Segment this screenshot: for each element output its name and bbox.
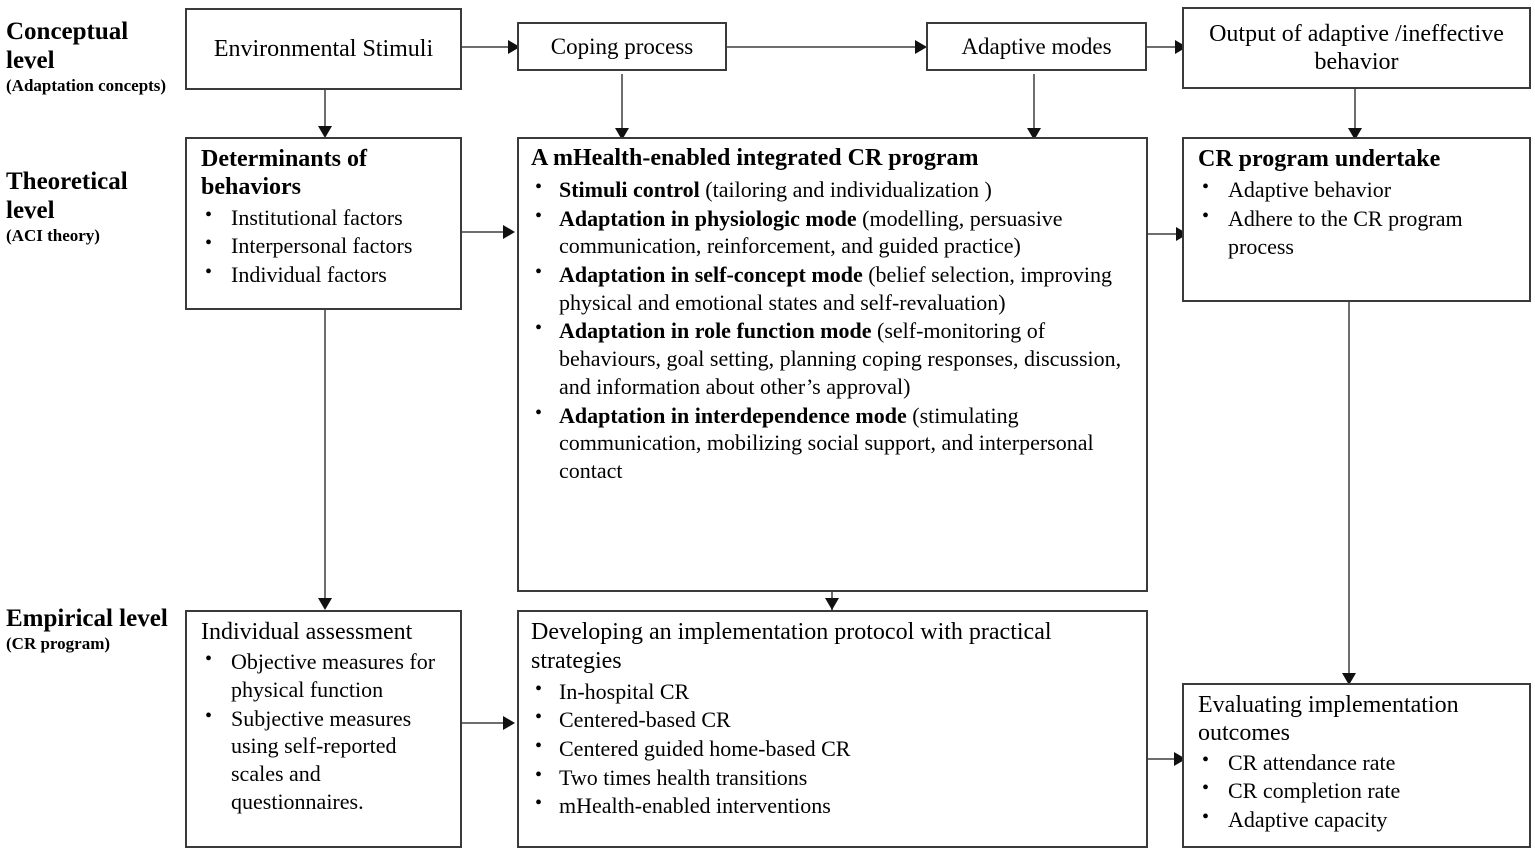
level-title-theoretical: Theoretical level <box>6 168 128 224</box>
level-subtitle-empirical: (CR program) <box>6 633 111 653</box>
list-item: Objective measures for physical function <box>197 647 452 703</box>
arrowhead-assessment-to-protocol <box>503 716 515 730</box>
connector-assessment-to-protocol <box>462 722 508 724</box>
list-item: CR completion rate <box>1194 776 1521 805</box>
box-evaluating-outcomes-heading: Evaluating implementation outcomes <box>1198 692 1459 747</box>
list-item: In-hospital CR <box>529 677 1138 706</box>
list-item: Subjective measures using self-reported … <box>197 704 452 816</box>
box-environmental-stimuli-label: Environmental Stimuli <box>213 35 434 62</box>
box-cr-undertake-heading: CR program undertake <box>1198 146 1441 172</box>
box-individual-assessment[interactable]: Individual assessment Objective measures… <box>185 610 462 848</box>
connector-determinants-to-program <box>462 231 508 233</box>
box-coping-process-label: Coping process <box>550 33 694 59</box>
connector-determinants-to-assessment <box>324 310 326 605</box>
list-item-bold: Adaptation in interdependence mode <box>559 402 907 428</box>
list-item-rest: (self-monitoring of behaviours, goal set… <box>559 318 1122 399</box>
box-evaluating-outcomes-list: CR attendance rate CR completion rate Ad… <box>1194 748 1521 834</box>
list-item: CR attendance rate <box>1194 748 1521 777</box>
level-title-empirical: Empirical level <box>6 605 168 632</box>
box-mhealth-program-heading: A mHealth-enabled integrated CR program <box>531 145 979 171</box>
list-item: Adaptation in self-concept mode (belief … <box>529 260 1138 316</box>
box-mhealth-program[interactable]: A mHealth-enabled integrated CR program … <box>517 137 1148 592</box>
box-implementation-protocol-heading: Developing an implementation protocol wi… <box>531 619 1052 674</box>
arrowhead-program-to-protocol <box>825 598 839 610</box>
list-item-rest: (belief selection, improving physical an… <box>559 261 1112 315</box>
arrowhead-coping-to-modes <box>915 40 927 54</box>
connector-stimuli-to-determinants <box>324 90 326 132</box>
arrowhead-determinants-to-assessment <box>318 598 332 610</box>
box-adaptive-modes-label: Adaptive modes <box>961 33 1112 59</box>
box-cr-undertake-list: Adaptive behavior Adhere to the CR progr… <box>1194 175 1521 260</box>
connector-modes-down <box>1033 74 1035 136</box>
box-coping-process[interactable]: Coping process <box>517 22 727 71</box>
connector-undertake-to-evaluating <box>1348 302 1350 680</box>
box-implementation-protocol[interactable]: Developing an implementation protocol wi… <box>517 610 1148 848</box>
box-cr-program-undertake[interactable]: CR program undertake Adaptive behavior A… <box>1182 137 1531 302</box>
box-output-behavior[interactable]: Output of adaptive /ineffective behavior <box>1182 7 1531 89</box>
list-item-rest: (modelling, persuasive communication, re… <box>559 205 1063 259</box>
connector-coping-to-program <box>621 74 623 136</box>
list-item: Individual factors <box>197 260 452 289</box>
list-item-bold: Adaptation in self-concept mode <box>559 261 863 287</box>
connector-program-to-undertake <box>1148 233 1186 235</box>
list-item-rest: (tailoring and individualization ) <box>699 176 992 202</box>
list-item: Adaptive capacity <box>1194 805 1521 834</box>
level-label-conceptual: Conceptual level (Adaptation concepts) <box>6 18 178 95</box>
connector-output-to-undertake <box>1354 89 1356 137</box>
connector-stimuli-to-coping <box>462 46 510 48</box>
connector-coping-to-modes <box>727 46 917 48</box>
list-item: Interpersonal factors <box>197 231 452 260</box>
box-output-behavior-label: Output of adaptive /ineffective behavior <box>1209 20 1504 75</box>
arrowhead-determinants-to-program <box>503 225 515 239</box>
box-determinants[interactable]: Determinants of behaviors Institutional … <box>185 137 462 310</box>
box-determinants-heading: Determinants of behaviors <box>201 146 367 201</box>
box-individual-assessment-heading: Individual assessment <box>201 619 413 645</box>
list-item-rest: (stimulating communication, mobilizing s… <box>559 402 1094 484</box>
list-item: Two times health transitions <box>529 763 1138 792</box>
list-item: mHealth-enabled interventions <box>529 791 1138 820</box>
list-item: Stimuli control (tailoring and individua… <box>529 175 1138 204</box>
box-individual-assessment-list: Objective measures for physical function… <box>197 647 452 816</box>
list-item: Adaptation in interdependence mode (stim… <box>529 401 1138 485</box>
level-label-theoretical: Theoretical level (ACI theory) <box>6 168 178 245</box>
list-item: Adaptation in role function mode (self-m… <box>529 316 1138 400</box>
list-item: Centered-based CR <box>529 705 1138 734</box>
list-item: Adaptation in physiologic mode (modellin… <box>529 204 1138 260</box>
list-item: Centered guided home-based CR <box>529 734 1138 763</box>
arrowhead-undertake-to-evaluating <box>1342 673 1356 685</box>
list-item-bold: Adaptation in role function mode <box>559 318 872 344</box>
connector-modes-to-output <box>1147 46 1179 48</box>
level-title-conceptual: Conceptual level <box>6 18 129 74</box>
list-item: Adhere to the CR program process <box>1194 204 1521 260</box>
arrowhead-stimuli-to-determinants <box>318 126 332 138</box>
box-mhealth-program-list: Stimuli control (tailoring and individua… <box>529 175 1138 485</box>
box-environmental-stimuli[interactable]: Environmental Stimuli <box>185 8 462 90</box>
list-item: Adaptive behavior <box>1194 175 1521 204</box>
list-item-bold: Adaptation in physiologic mode <box>559 205 857 231</box>
level-subtitle-theoretical: (ACI theory) <box>6 225 100 245</box>
list-item: Institutional factors <box>197 203 452 232</box>
connector-protocol-to-evaluating <box>1148 758 1184 760</box>
box-evaluating-outcomes[interactable]: Evaluating implementation outcomes CR at… <box>1182 683 1531 848</box>
level-label-empirical: Empirical level (CR program) <box>6 605 178 653</box>
list-item-bold: Stimuli control <box>559 176 700 202</box>
level-subtitle-conceptual: (Adaptation concepts) <box>6 75 167 95</box>
box-determinants-list: Institutional factors Interpersonal fact… <box>197 203 452 289</box>
box-adaptive-modes[interactable]: Adaptive modes <box>926 22 1147 71</box>
box-implementation-protocol-list: In-hospital CR Centered-based CR Centere… <box>529 677 1138 821</box>
